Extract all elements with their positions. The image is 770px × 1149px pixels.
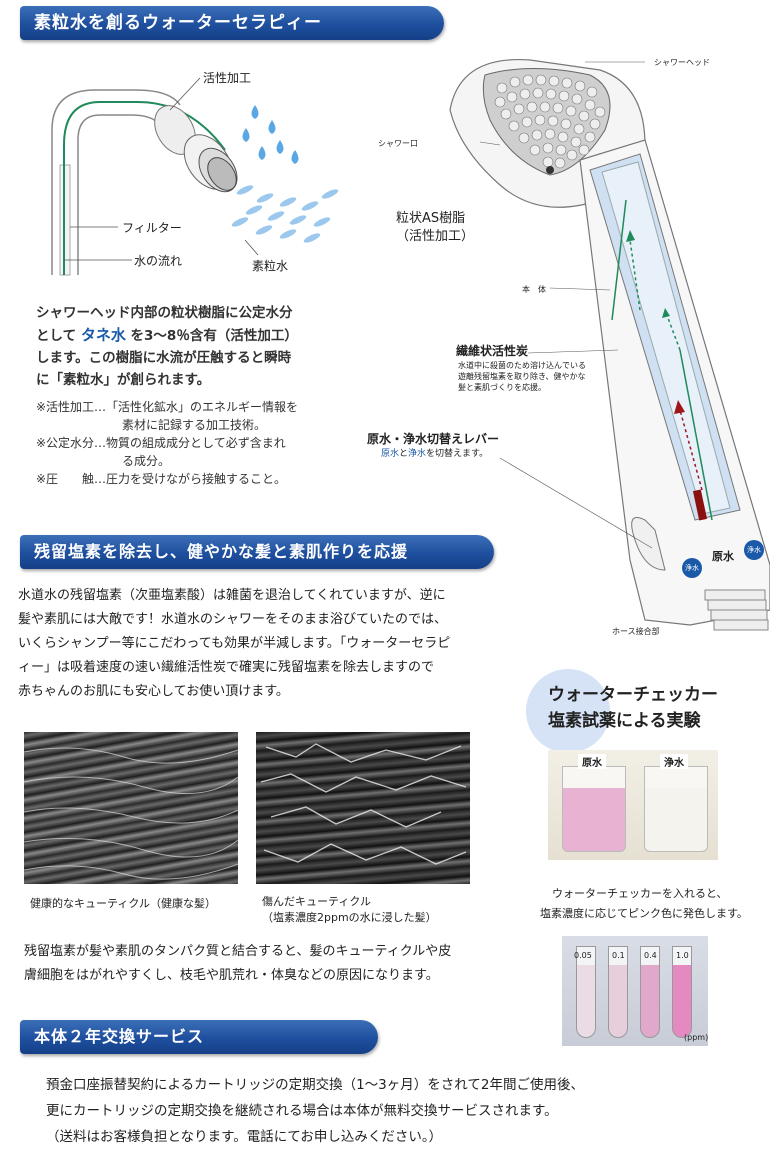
note-line: る成分。 [122,454,171,468]
carbon-desc-1: 水道中に殺菌のため溶け込んでいる [458,361,586,370]
section3-title: 本体２年交換サービス [34,1027,205,1046]
label-carbon: 繊維状活性炭 水道中に殺菌のため溶け込んでいる 遊離残留塩素を取り除き、健やかな… [456,342,586,393]
lever-desc: 原水と浄水を切替えます。 [381,449,489,459]
carbon-desc-3: 髪と素肌づくりを応援。 [458,383,546,392]
caption-healthy: 健康的なキューティクル（健康な髪） [30,897,217,910]
section1-notes: ※活性加工…「活性化鉱水」のエネルギー情報を 素材に記録する加工技術。 ※公定水… [36,398,366,488]
healthy-cuticle-texture [24,747,238,880]
lever-title: 原水・浄水切替えレバー [367,432,500,446]
para-line: シャワーヘッド内部の粒状樹脂に公定水分 [36,305,293,321]
label-resin: 粒状AS樹脂 （活性加工） [396,210,474,246]
checker-title: ウォーターチェッカー 塩素試薬による実験 [548,685,718,731]
tube-3 [640,946,660,1038]
damaged-cuticle-photo [256,732,470,884]
section1-banner: 素粒水を創るウォーターセラピィー [20,6,444,40]
tube-label-1: 0.05 [574,951,592,960]
body-line: 水道水の残留塩素（次亜塩素酸）は雑菌を退治してくれていますが、逆に [18,588,446,603]
section3-banner: 本体２年交換サービス [20,1020,378,1054]
resin-title-2: （活性加工） [396,229,475,244]
shower-head-diagram [449,58,770,631]
label-body: 本 体 [522,285,546,294]
label-activation: 活性加工 [203,71,252,85]
pure-badge-left: 浄水 [682,558,702,578]
tube-label-4: 1.0 [676,951,689,960]
tube-1 [576,946,596,1038]
tube-2 [608,946,628,1038]
damaged-cuticle-texture [260,743,467,865]
healthy-cuticle-photo [24,732,238,884]
body-line: いくらシャンプー等にこだわっても効果が半減します。「ウォーターセラピ [18,636,451,651]
note-line: ※圧 触…圧力を受けながら接触すること。 [36,472,287,486]
soryusui-diagram [51,77,339,276]
carbon-desc-2: 遊離残留塩素を取り除き、健やかな [458,372,586,381]
label-shower-head: シャワーヘッド [654,58,710,67]
section1-title: 素粒水を創るウォーターセラピィー [34,13,322,33]
beaker-raw [562,766,626,852]
label-hose-joint: ホース接合部 [612,627,660,636]
test-tube-photo: 0.05 0.1 0.4 1.0 (ppm) [562,936,708,1046]
resin-title-1: 粒状AS樹脂 [396,211,466,226]
label-water-flow: 水の流れ [134,254,183,268]
note-line: 素材に記録する加工技術。 [122,418,267,432]
section2-banner: 残留塩素を除去し、健やかな髪と素肌作りを応援 [20,535,494,569]
raw-water-label: 原水 [712,550,734,563]
tube-label-2: 0.1 [612,951,625,960]
beaker-photo: 原水 浄水 [548,750,718,860]
checker-desc: ウォーターチェッカーを入れると、 塩素濃度に応じてピンク色に発色します。 [540,887,748,920]
body-line: 赤ちゃんのお肌にも安心してお使い頂けます。 [18,684,289,699]
body-line: ィー」は吸着速度の速い繊維活性炭で確実に残留塩素を除去しますので [18,660,435,675]
section2-footer: 残留塩素が髪や素肌のタンパク質と結合すると、髪のキューティクルや皮 膚細胞をはが… [24,944,452,983]
label-shower-mouth: シャワー口 [378,139,418,148]
checker-title-circle [526,669,610,753]
label-soryusui: 素粒水 [252,259,289,273]
label-filter: フィルター [122,221,182,235]
note-line: ※公定水分…物質の組成成分として必ず含まれ [36,436,286,450]
beaker-raw-label: 原水 [578,754,606,769]
ppm-unit: (ppm) [684,1033,708,1042]
label-lever: 原水・浄水切替えレバー 原水と浄水を切替えます。 [367,430,499,460]
para-line: として タネ水 を3～8％含有（活性加工） [36,326,298,344]
carbon-title: 繊維状活性炭 [456,344,529,358]
caption-damaged: 傷んだキューティクル （塩素濃度2ppmの水に浸した髪） [262,895,437,924]
tanesui-emphasis: タネ水 [80,326,126,344]
section2-title: 残留塩素を除去し、健やかな髪と素肌作りを応援 [34,542,409,561]
pure-badge-right: 浄水 [744,540,764,560]
section1-paragraph: シャワーヘッド内部の粒状樹脂に公定水分 として タネ水 を3～8％含有（活性加工… [36,302,366,391]
tube-label-3: 0.4 [644,951,657,960]
beaker-pure [644,766,708,852]
para-line: に「素粒水」が創られます。 [36,372,211,388]
note-line: ※活性加工…「活性化鉱水」のエネルギー情報を [36,400,299,414]
section2-body: 水道水の残留塩素（次亜塩素酸）は雑菌を退治してくれていますが、逆に 髪や素肌には… [18,584,498,704]
section3-body: 預金口座振替契約によるカートリッジの定期交換（1～3ヶ月）をされて2年間ご使用後… [46,1077,584,1145]
para-line: します。この樹脂に水流が圧触すると瞬時 [36,350,292,366]
body-line: 髪や素肌には大敵です！水道水のシャワーをそのまま浴びていたのでは、 [18,612,448,627]
tube-4 [672,946,692,1038]
beaker-pure-label: 浄水 [660,754,688,769]
